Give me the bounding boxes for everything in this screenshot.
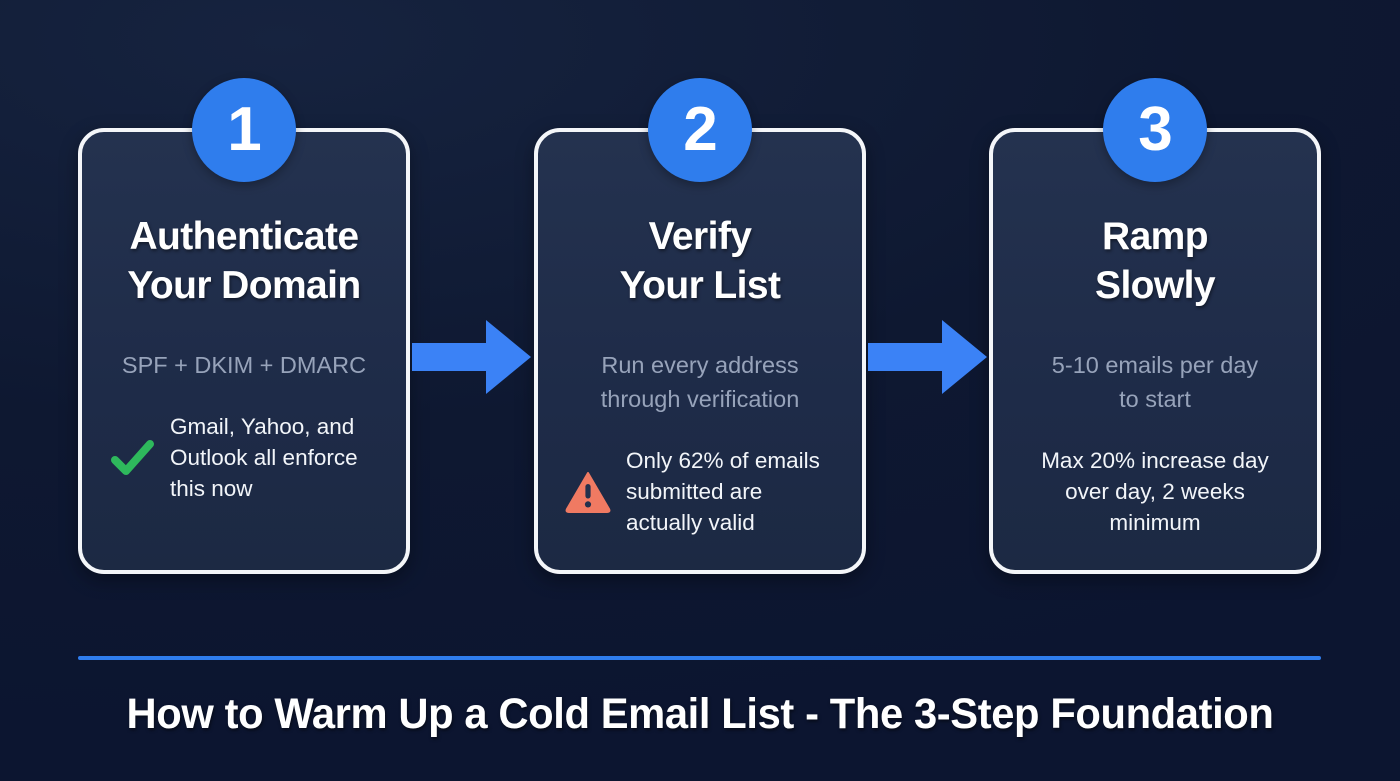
step-2-note: Only 62% of emails submitted are actuall… (560, 446, 840, 538)
arrow-right-icon (868, 318, 988, 396)
step-2-title: Verify Your List (619, 215, 781, 308)
footer-title: How to Warm Up a Cold Email List - The 3… (126, 690, 1274, 738)
step-3-note: Max 20% increase day over day, 2 weeks m… (1015, 446, 1295, 538)
step-1-note-text: Gmail, Yahoo, and Outlook all enforce th… (170, 414, 358, 501)
step-2-subtitle: Run every address through verification (600, 352, 800, 413)
step-1-subtitle: SPF + DKIM + DMARC (121, 352, 367, 379)
steps-row: Authenticate Your Domain SPF + DKIM + DM… (78, 78, 1321, 574)
step-card-3: Ramp Slowly 5-10 emails per day to start… (989, 128, 1321, 574)
step-1-title: Authenticate Your Domain (127, 215, 361, 308)
step-3-subtitle: 5-10 emails per day to start (1051, 352, 1259, 413)
step-3-title: Ramp Slowly (1095, 215, 1216, 308)
step-2-note-text: Only 62% of emails submitted are actuall… (626, 448, 820, 535)
check-icon (108, 434, 156, 482)
step-1-number-badge: 1 (192, 78, 296, 182)
step-card-2: Verify Your List Run every address throu… (534, 128, 866, 574)
step-2-number-badge: 2 (648, 78, 752, 182)
step-3-note-text: Max 20% increase day over day, 2 weeks m… (1041, 448, 1269, 535)
arrow-right-icon (412, 318, 532, 396)
step-card-1: Authenticate Your Domain SPF + DKIM + DM… (78, 128, 410, 574)
step-1-note: Gmail, Yahoo, and Outlook all enforce th… (104, 412, 384, 504)
footer-divider (78, 656, 1321, 660)
warning-triangle-icon (564, 468, 612, 516)
step-3-number-badge: 3 (1103, 78, 1207, 182)
